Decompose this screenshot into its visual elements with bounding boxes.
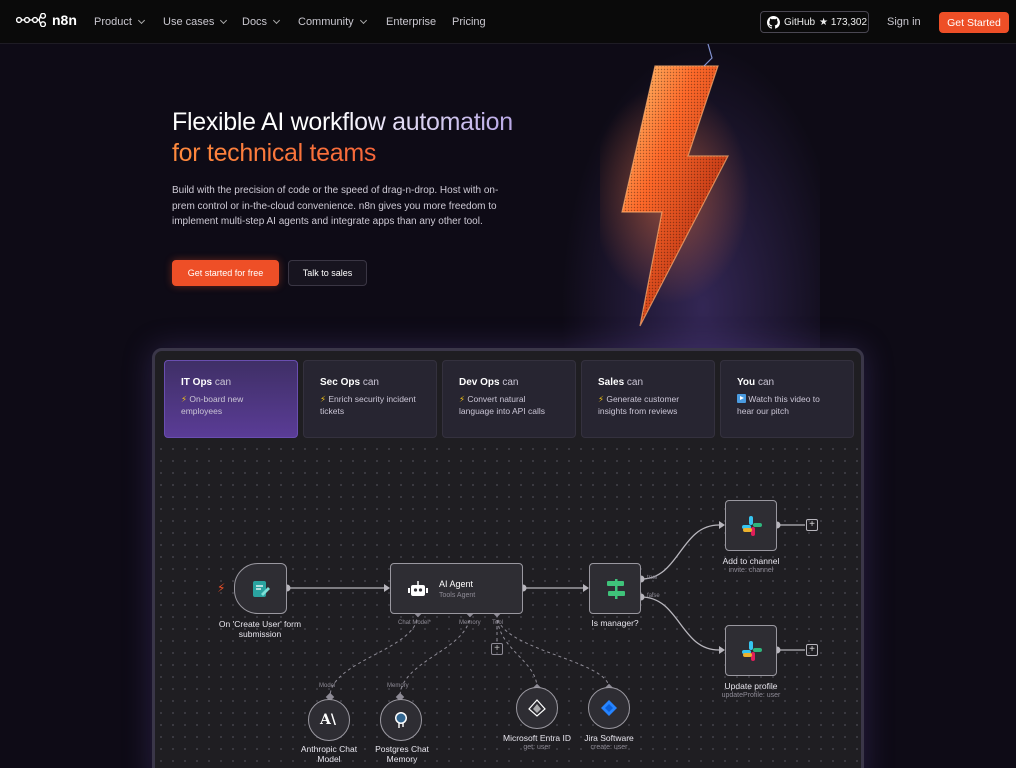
- logo[interactable]: n8n: [16, 12, 77, 28]
- ai-agent-title: AI Agent: [439, 579, 474, 589]
- logo-text: n8n: [52, 12, 77, 28]
- slack-update-profile-node[interactable]: [725, 625, 777, 676]
- jira-sub: create: user: [590, 744, 628, 751]
- tab-description: ⚡ Generate customer insights from review…: [598, 394, 680, 416]
- add-node-button[interactable]: +: [806, 519, 818, 531]
- nav-pricing-label: Pricing: [452, 16, 486, 28]
- top-navbar: n8n Product Use cases Docs Community Ent…: [0, 0, 1016, 44]
- nav-docs-label: Docs: [242, 16, 268, 28]
- slack-add-to-channel-node[interactable]: [725, 500, 777, 551]
- chevron-down-icon: [220, 16, 228, 25]
- microsoft-entra-node[interactable]: [516, 687, 558, 729]
- is-manager-label: Is manager?: [591, 618, 639, 628]
- slack-icon: [742, 641, 762, 661]
- true-port-label: true: [647, 575, 658, 581]
- get-started-free-button[interactable]: Get started for free: [172, 260, 279, 286]
- tab-title: Sec Ops can: [320, 377, 379, 388]
- tab-description: ⚡ Enrich security incident tickets: [320, 394, 416, 416]
- switch-icon: [607, 579, 625, 599]
- tab-description: ⚡ Convert natural language into API call…: [459, 394, 546, 416]
- ai-agent-node[interactable]: AI Agent Tools Agent: [390, 563, 523, 614]
- nav-pricing[interactable]: Pricing: [452, 16, 486, 28]
- false-port-label: false: [647, 593, 660, 599]
- ai-agent-subtitle: Tools Agent: [439, 592, 476, 599]
- postgres-chat-memory-node[interactable]: [380, 699, 422, 741]
- tab-title: Dev Ops can: [459, 377, 519, 388]
- anthropic-chat-model-node[interactable]: A\: [308, 699, 350, 741]
- tab-dev-ops[interactable]: Dev Ops can ⚡ Convert natural language i…: [442, 360, 576, 438]
- lightning-icon: ⚡: [459, 394, 465, 404]
- add-tool-button[interactable]: +: [491, 643, 503, 655]
- chevron-down-icon: [137, 16, 145, 25]
- lightning-icon: ⚡: [181, 394, 187, 404]
- memory-sub-port-label: Memory: [387, 683, 409, 689]
- add-node-button[interactable]: +: [806, 644, 818, 656]
- postgres-label: Postgres Chat Memory: [375, 744, 429, 764]
- chat-model-port-label: Chat Model*: [398, 620, 432, 626]
- robot-icon: [408, 581, 428, 596]
- is-manager-node[interactable]: [589, 563, 641, 614]
- model-port-label: Model: [319, 683, 336, 689]
- nav-docs[interactable]: Docs: [242, 16, 281, 28]
- form-trigger-label: On 'Create User' form submission: [218, 619, 302, 639]
- jira-label: Jira Software: [584, 733, 634, 743]
- sign-in-link[interactable]: Sign in: [887, 16, 921, 28]
- update-profile-label: Update profile: [724, 681, 778, 691]
- form-trigger-node[interactable]: [234, 563, 287, 614]
- tab-sec-ops[interactable]: Sec Ops can ⚡ Enrich security incident t…: [303, 360, 437, 438]
- nav-enterprise-label: Enterprise: [386, 16, 437, 28]
- lightning-bolt-illustration: [600, 44, 750, 327]
- anthropic-label: Anthropic Chat Model: [300, 744, 358, 764]
- tab-title: IT Ops can: [181, 377, 232, 388]
- trigger-bolt-icon: ⚡: [217, 581, 226, 595]
- entra-sub: get: user: [523, 744, 551, 751]
- github-stars-count: ★ 173,302: [819, 16, 868, 28]
- nav-community-label: Community: [298, 16, 354, 28]
- tab-it-ops[interactable]: IT Ops can ⚡ On-board new employees: [164, 360, 298, 438]
- tab-description: Watch this video to hear our pitch: [737, 394, 820, 416]
- github-icon: [767, 15, 780, 29]
- memory-port-label: Memory: [459, 620, 481, 626]
- tab-you[interactable]: You can Watch this video to hear our pit…: [720, 360, 854, 438]
- github-label: GitHub: [784, 16, 816, 28]
- tab-title: Sales can: [598, 377, 644, 388]
- hero-description: Build with the precision of code or the …: [172, 185, 499, 227]
- nav-enterprise[interactable]: Enterprise: [386, 16, 436, 28]
- jira-icon: [601, 700, 617, 716]
- tab-title: You can: [737, 377, 775, 388]
- nav-community[interactable]: Community: [298, 16, 367, 28]
- form-icon: [253, 581, 270, 597]
- add-to-channel-label: Add to channel: [722, 556, 780, 566]
- tab-sales[interactable]: Sales can ⚡ Generate customer insights f…: [581, 360, 715, 438]
- entra-icon: [528, 699, 546, 717]
- postgres-icon: [395, 712, 407, 728]
- nav-product-label: Product: [94, 16, 132, 28]
- chevron-down-icon: [273, 16, 281, 25]
- nav-product[interactable]: Product: [94, 16, 145, 28]
- lightning-icon: ⚡: [320, 394, 326, 404]
- update-profile-sub: updateProfile: user: [721, 692, 781, 699]
- jira-software-node[interactable]: [588, 687, 630, 729]
- slack-icon: [742, 516, 762, 536]
- add-to-channel-sub: invite: channel: [728, 567, 774, 574]
- get-started-button[interactable]: Get Started: [939, 12, 1009, 33]
- github-stars-button[interactable]: GitHub ★ 173,302: [760, 11, 869, 33]
- hero-title-line1: Flexible AI workflow automation: [172, 108, 513, 136]
- hero-title-line2: for technical teams: [172, 139, 377, 167]
- anthropic-icon: A\: [320, 712, 336, 728]
- n8n-logo-icon: [16, 13, 47, 27]
- play-icon: [737, 394, 746, 403]
- tool-port-label: Tool: [492, 620, 504, 626]
- entra-label: Microsoft Entra ID: [502, 733, 572, 743]
- nav-use-cases[interactable]: Use cases: [163, 16, 228, 28]
- tab-description: ⚡ On-board new employees: [181, 394, 244, 416]
- nav-use-cases-label: Use cases: [163, 16, 215, 28]
- lightning-icon: ⚡: [598, 394, 604, 404]
- chevron-down-icon: [359, 16, 367, 25]
- talk-to-sales-button[interactable]: Talk to sales: [288, 260, 367, 286]
